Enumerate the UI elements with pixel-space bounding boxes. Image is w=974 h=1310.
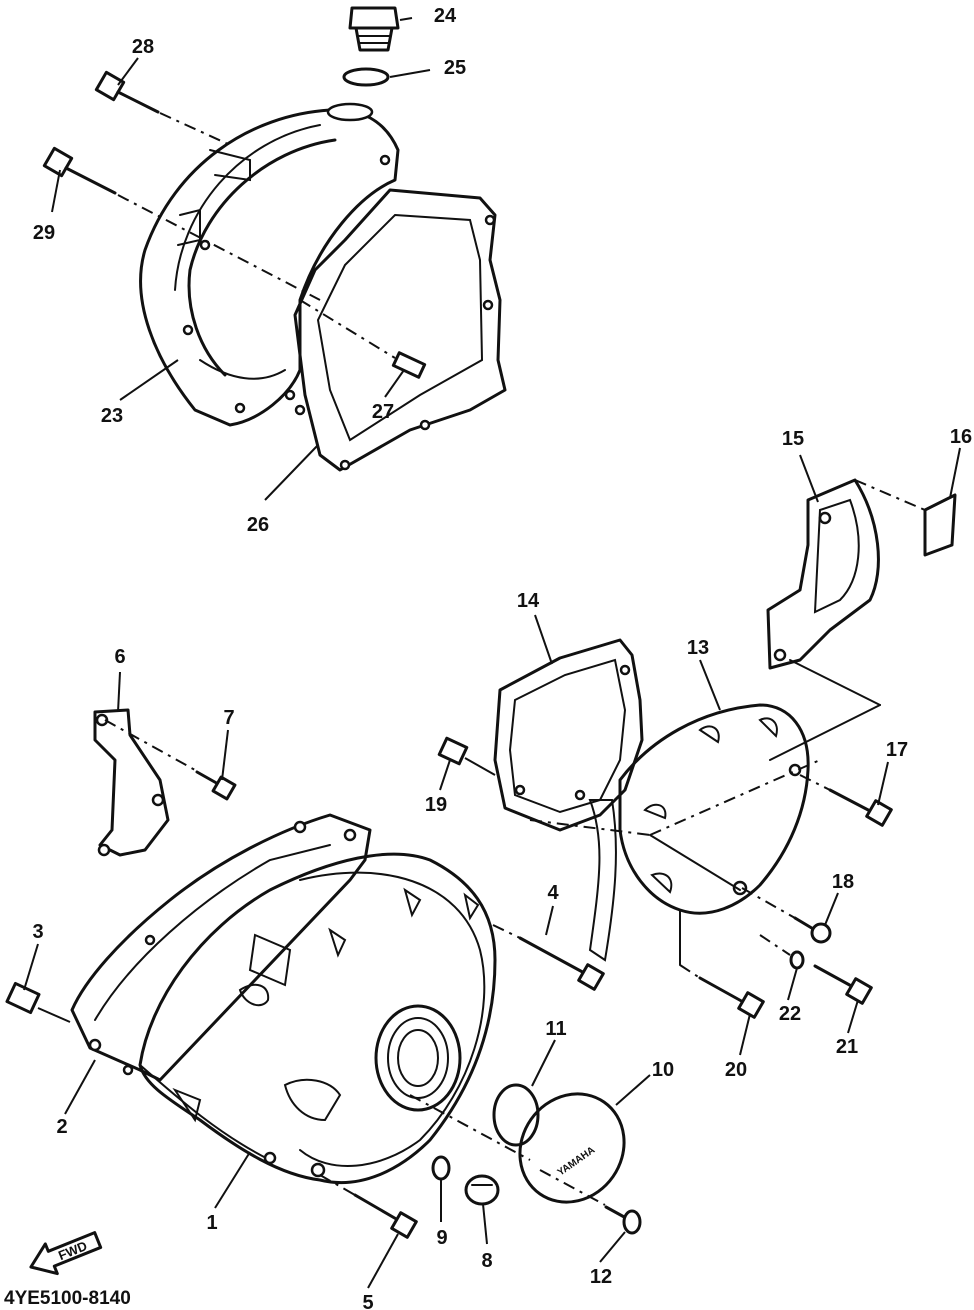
callout-16: 16 bbox=[950, 426, 972, 448]
part-3-plug bbox=[5, 981, 71, 1023]
callout-29: 29 bbox=[33, 222, 55, 244]
callout-21: 21 bbox=[836, 1036, 858, 1058]
part-4-bolt bbox=[492, 924, 605, 991]
callout-4: 4 bbox=[547, 882, 559, 904]
part-24-oil-filler-cap bbox=[348, 6, 400, 52]
callout-28: 28 bbox=[132, 36, 154, 58]
callout-1: 1 bbox=[206, 1212, 217, 1234]
part-29-bolt bbox=[42, 146, 321, 301]
callout-2: 2 bbox=[56, 1116, 67, 1138]
callout-10: 10 bbox=[652, 1059, 674, 1081]
callout-9: 9 bbox=[436, 1227, 447, 1249]
callout-25: 25 bbox=[444, 57, 466, 79]
part-26-gasket bbox=[293, 188, 507, 472]
part-20-bolt bbox=[679, 909, 765, 1019]
callout-12: 12 bbox=[590, 1266, 612, 1288]
callout-27: 27 bbox=[372, 401, 394, 423]
part-21-bolt bbox=[813, 964, 873, 1005]
part-16-plate bbox=[923, 493, 957, 557]
part-2-cover-gasket bbox=[70, 813, 372, 1082]
callout-labels: 24 25 28 29 23 27 26 15 16 14 13 6 7 17 … bbox=[32, 5, 972, 1310]
callout-11: 11 bbox=[545, 1018, 566, 1040]
part-23-crankcase-housing bbox=[139, 102, 400, 427]
brand-mark-text: YAMAHA bbox=[556, 1145, 598, 1179]
callout-17: 17 bbox=[886, 739, 908, 761]
part-12-screw bbox=[604, 1205, 642, 1235]
part-11-o-ring bbox=[492, 1083, 540, 1147]
part-8-plug bbox=[464, 1174, 500, 1206]
callout-19: 19 bbox=[425, 794, 447, 816]
part-15-guide-cover bbox=[766, 478, 926, 761]
part-13-inner-cover bbox=[529, 703, 821, 962]
leader-lines bbox=[23, 17, 961, 1289]
part-18-bolt bbox=[741, 887, 832, 944]
callout-15: 15 bbox=[782, 428, 804, 450]
callout-14: 14 bbox=[517, 590, 540, 612]
callout-23: 23 bbox=[101, 405, 123, 427]
part-27-dowel-pin bbox=[299, 299, 427, 379]
callout-22: 22 bbox=[779, 1003, 801, 1025]
callout-20: 20 bbox=[725, 1059, 747, 1081]
callout-3: 3 bbox=[32, 921, 43, 943]
fwd-arrow-icon: FWD bbox=[29, 1231, 103, 1276]
part-1-crankcase-cover bbox=[122, 852, 497, 1185]
callout-18: 18 bbox=[832, 871, 854, 893]
part-17-bolt bbox=[799, 774, 893, 827]
part-25-o-ring bbox=[342, 67, 390, 87]
catalog-code: 4YE5100-8140 bbox=[4, 1288, 131, 1309]
part-9-washer bbox=[431, 1155, 451, 1181]
callout-13: 13 bbox=[687, 637, 709, 659]
part-19-dowel bbox=[437, 736, 496, 776]
part-5-bolt bbox=[319, 1174, 418, 1239]
part-28-bolt bbox=[94, 70, 231, 146]
callout-5: 5 bbox=[362, 1292, 373, 1310]
callout-7: 7 bbox=[223, 707, 234, 729]
callout-24: 24 bbox=[434, 5, 457, 27]
part-6-bracket bbox=[93, 708, 196, 857]
callout-26: 26 bbox=[247, 514, 269, 536]
callout-6: 6 bbox=[114, 646, 125, 668]
callout-8: 8 bbox=[481, 1250, 492, 1272]
part-7-bolt bbox=[195, 770, 237, 801]
part-22-washer bbox=[759, 934, 805, 970]
